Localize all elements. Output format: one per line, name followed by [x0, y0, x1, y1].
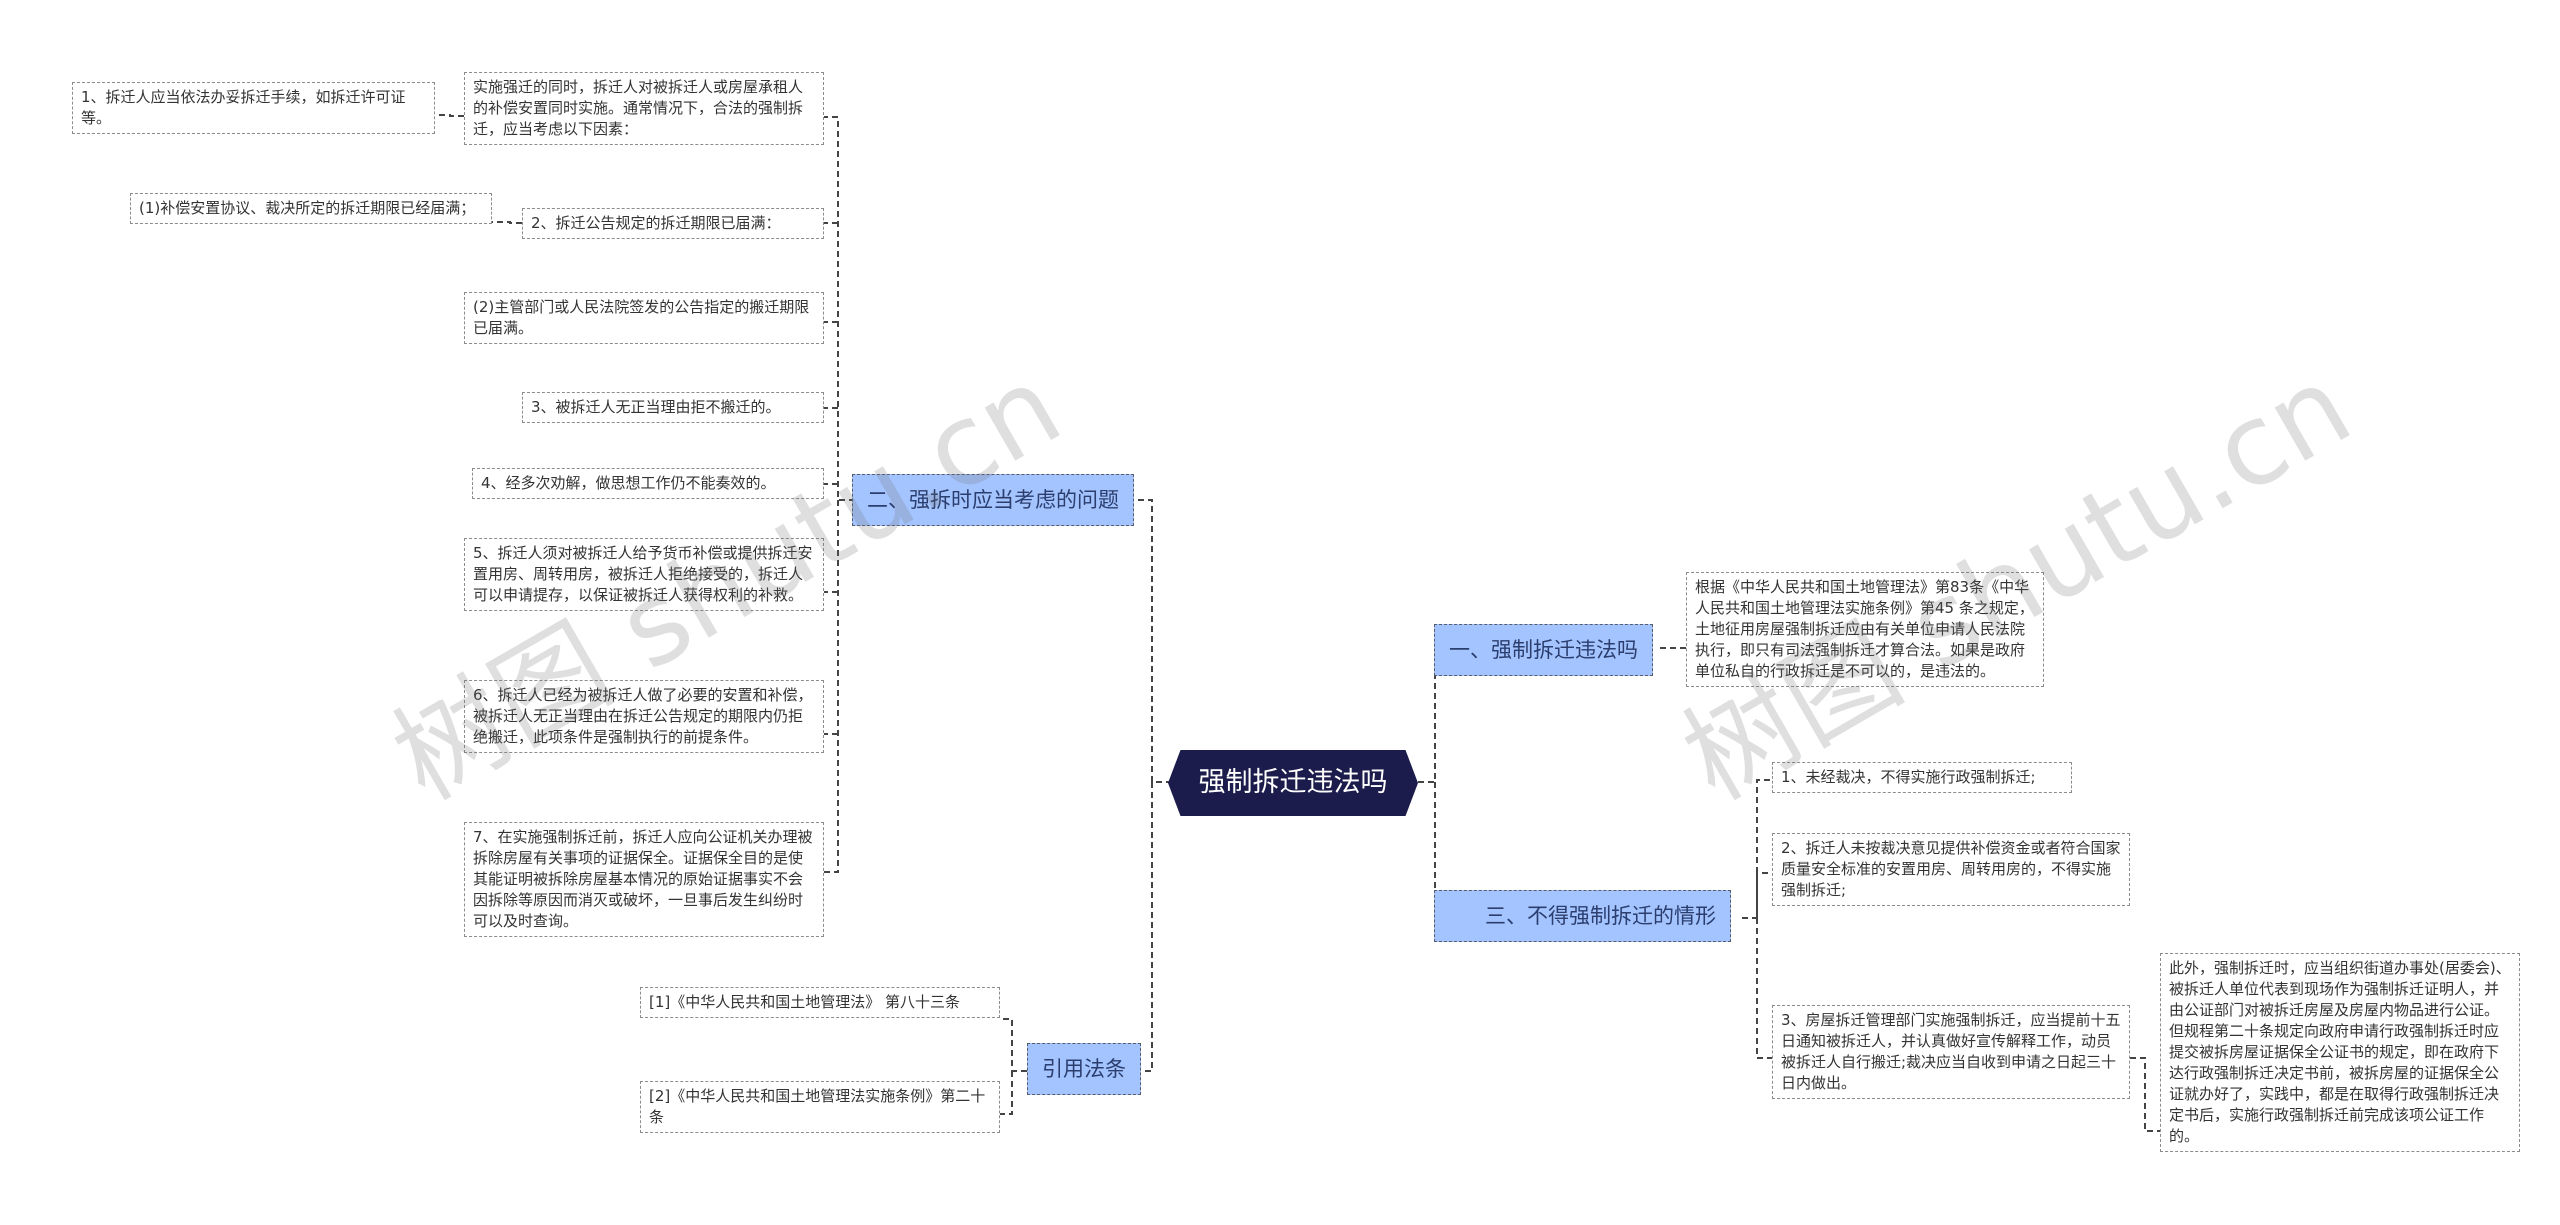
node-text: (2)主管部门或人民法院签发的公告指定的搬迁期限已届满。	[473, 298, 810, 337]
node-considerations-item-4[interactable]: 4、经多次劝解，做思想工作仍不能奏效的。	[472, 468, 824, 499]
node-considerations-item-1[interactable]: 1、拆迁人应当依法办妥拆迁手续，如拆迁许可证等。	[72, 82, 435, 134]
node-text: 3、房屋拆迁管理部门实施强制拆迁，应当提前十五日通知被拆迁人，并认真做好宣传解释…	[1781, 1011, 2121, 1092]
branch-considerations-label: 二、强拆时应当考虑的问题	[867, 488, 1119, 512]
node-considerations-item-7[interactable]: 7、在实施强制拆迁前，拆迁人应向公证机关办理被拆除房屋有关事项的证据保全。证据保…	[464, 822, 824, 937]
root-topic[interactable]: 强制拆迁违法吗	[1168, 750, 1418, 816]
branch-considerations[interactable]: 二、强拆时应当考虑的问题	[852, 474, 1134, 526]
node-considerations-item-6[interactable]: 6、拆迁人已经为被拆迁人做了必要的安置和补偿，被拆迁人无正当理由在拆迁公告规定的…	[464, 680, 824, 753]
node-considerations-item-2-sub[interactable]: (1)补偿安置协议、裁决所定的拆迁期限已经届满；	[130, 193, 492, 224]
branch-legality[interactable]: 一、强制拆迁违法吗	[1434, 624, 1653, 676]
node-text: (1)补偿安置协议、裁决所定的拆迁期限已经届满；	[139, 199, 476, 217]
node-text: 2、拆迁人未按裁决意见提供补偿资金或者符合国家质量安全标准的安置用房、周转用房的…	[1781, 839, 2121, 899]
node-considerations-item-2[interactable]: 2、拆迁公告规定的拆迁期限已届满：	[522, 208, 824, 239]
node-text: 1、未经裁决，不得实施行政强制拆迁;	[1781, 768, 2036, 786]
branch-citations-label: 引用法条	[1042, 1057, 1126, 1081]
node-legality-explanation[interactable]: 根据《中华人民共和国土地管理法》第83条《中华人民共和国土地管理法实施条例》第4…	[1686, 572, 2044, 687]
node-text: 5、拆迁人须对被拆迁人给予货币补偿或提供拆迁安置用房、周转用房，被拆迁人拒绝接受…	[473, 544, 813, 604]
node-considerations-intro[interactable]: 实施强迁的同时，拆迁人对被拆迁人或房屋承租人的补偿安置同时实施。通常情况下，合法…	[464, 72, 824, 145]
node-text: 根据《中华人民共和国土地管理法》第83条《中华人民共和国土地管理法实施条例》第4…	[1695, 578, 2034, 680]
node-text: 3、被拆迁人无正当理由拒不搬迁的。	[531, 398, 781, 416]
branch-legality-label: 一、强制拆迁违法吗	[1449, 638, 1638, 662]
node-text: [2]《中华人民共和国土地管理法实施条例》第二十条	[649, 1087, 986, 1126]
node-citation-2[interactable]: [2]《中华人民共和国土地管理法实施条例》第二十条	[640, 1081, 1000, 1133]
node-considerations-item-3[interactable]: 3、被拆迁人无正当理由拒不搬迁的。	[522, 392, 824, 423]
node-considerations-item-5[interactable]: 5、拆迁人须对被拆迁人给予货币补偿或提供拆迁安置用房、周转用房，被拆迁人拒绝接受…	[464, 538, 824, 611]
node-text: 7、在实施强制拆迁前，拆迁人应向公证机关办理被拆除房屋有关事项的证据保全。证据保…	[473, 828, 813, 930]
node-text: [1]《中华人民共和国土地管理法》 第八十三条	[649, 993, 961, 1011]
node-citation-1[interactable]: [1]《中华人民共和国土地管理法》 第八十三条	[640, 987, 1000, 1018]
node-text: 4、经多次劝解，做思想工作仍不能奏效的。	[481, 474, 776, 492]
node-prohibited-2[interactable]: 2、拆迁人未按裁决意见提供补偿资金或者符合国家质量安全标准的安置用房、周转用房的…	[1772, 833, 2130, 906]
node-text: 6、拆迁人已经为被拆迁人做了必要的安置和补偿，被拆迁人无正当理由在拆迁公告规定的…	[473, 686, 813, 746]
node-text: 此外，强制拆迁时，应当组织街道办事处(居委会)、被拆迁人单位代表到现场作为强制拆…	[2169, 959, 2511, 1145]
node-text: 实施强迁的同时，拆迁人对被拆迁人或房屋承租人的补偿安置同时实施。通常情况下，合法…	[473, 78, 804, 138]
branch-prohibited-cases-label: 三、不得强制拆迁的情形	[1485, 904, 1716, 928]
node-text: 1、拆迁人应当依法办妥拆迁手续，如拆迁许可证等。	[81, 88, 406, 127]
root-topic-label: 强制拆迁违法吗	[1198, 767, 1388, 798]
node-text: 2、拆迁公告规定的拆迁期限已届满：	[531, 214, 781, 232]
node-prohibited-3[interactable]: 3、房屋拆迁管理部门实施强制拆迁，应当提前十五日通知被拆迁人，并认真做好宣传解释…	[1772, 1005, 2130, 1099]
node-prohibited-1[interactable]: 1、未经裁决，不得实施行政强制拆迁;	[1772, 762, 2072, 793]
node-considerations-item-2b[interactable]: (2)主管部门或人民法院签发的公告指定的搬迁期限已届满。	[464, 292, 824, 344]
branch-prohibited-cases[interactable]: 三、不得强制拆迁的情形	[1434, 890, 1731, 942]
branch-citations[interactable]: 引用法条	[1027, 1043, 1141, 1095]
node-prohibited-3-detail[interactable]: 此外，强制拆迁时，应当组织街道办事处(居委会)、被拆迁人单位代表到现场作为强制拆…	[2160, 953, 2520, 1152]
